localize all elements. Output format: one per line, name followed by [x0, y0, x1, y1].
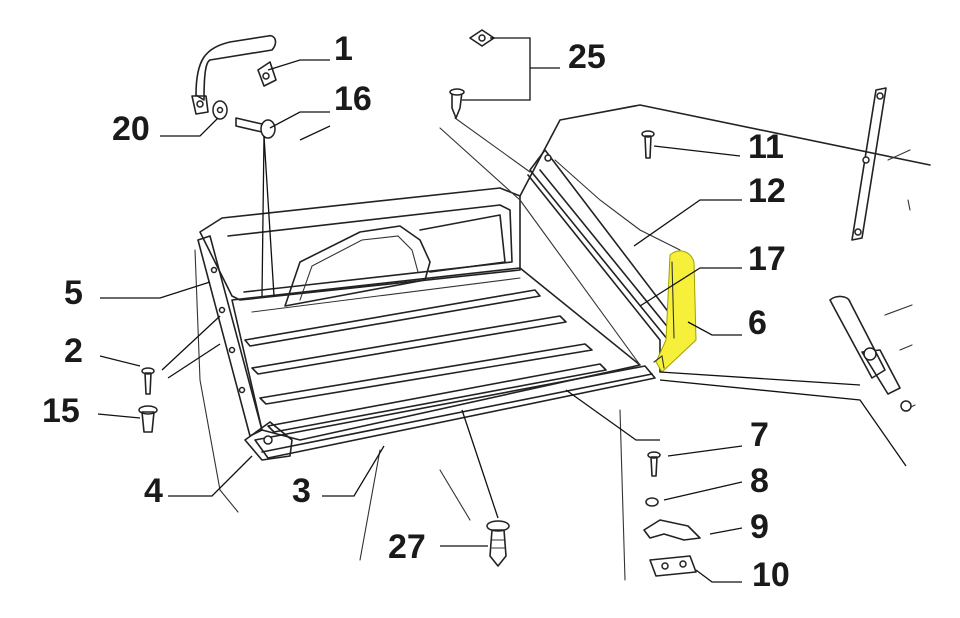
callout-labels: 1 16 20 25 11 12 17 6 5 2 15 4 3 7 8 9 1…	[42, 30, 790, 594]
side-bars	[829, 87, 916, 412]
washer-part-8	[645, 497, 659, 507]
callout-4: 4	[144, 472, 163, 510]
callout-1: 1	[334, 30, 353, 68]
callout-9: 9	[750, 508, 769, 546]
clip-part-25	[449, 29, 495, 119]
callout-8: 8	[750, 462, 769, 500]
callout-10: 10	[752, 556, 790, 594]
callout-7: 7	[750, 416, 769, 454]
rivet-part-15	[138, 405, 158, 433]
truck-bed	[194, 104, 931, 581]
grab-handle-part-1	[191, 34, 277, 115]
bracket-part-9	[643, 519, 701, 541]
callout-16: 16	[334, 80, 372, 118]
screw-part-7	[647, 451, 661, 477]
callout-25: 25	[568, 38, 606, 76]
screw-part-2	[141, 367, 155, 395]
bolt-part-16	[235, 117, 276, 139]
callout-20: 20	[112, 110, 150, 148]
plate-part-10	[649, 555, 697, 577]
push-clip-part-27	[486, 520, 510, 567]
screw-part-11	[641, 130, 655, 159]
callout-15: 15	[42, 392, 80, 430]
leader-lines	[97, 37, 907, 583]
callout-17: 17	[748, 240, 786, 278]
callout-6: 6	[748, 304, 767, 342]
callout-11: 11	[748, 128, 784, 166]
callout-12: 12	[748, 172, 786, 210]
callout-5: 5	[64, 274, 83, 312]
callout-2: 2	[64, 332, 83, 370]
callout-3: 3	[292, 472, 311, 510]
callout-27: 27	[388, 528, 426, 566]
highlighted-trim-part-6[interactable]	[655, 250, 697, 373]
